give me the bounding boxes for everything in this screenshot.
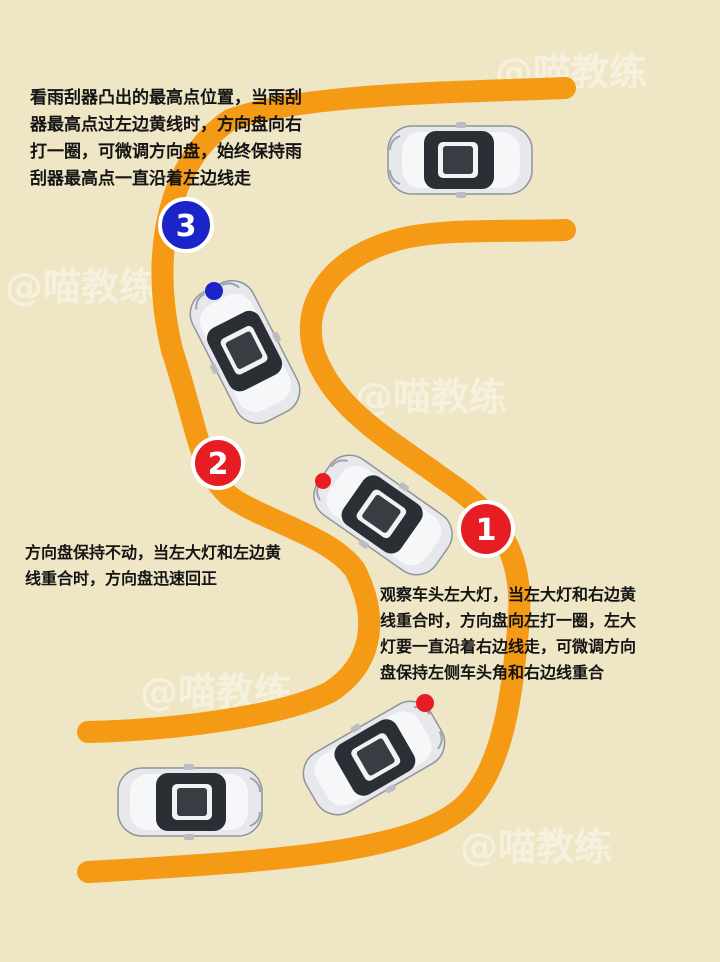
instruction-line: 灯要一直沿着右边线走，可微调方向	[380, 637, 637, 656]
instruction-step-2: 方向盘保持不动，当左大灯和左边黄 线重合时，方向盘迅速回正	[25, 540, 281, 592]
instruction-line: 线重合时，方向盘向左打一圈，左大	[380, 611, 637, 630]
step-badge-3: 3	[158, 197, 214, 253]
instruction-step-3: 看雨刮器凸出的最高点位置，当雨刮 器最高点过左边黄线时，方向盘向右 打一圈，可微…	[30, 85, 302, 193]
instruction-line: 观察车头左大灯，当左大灯和右边黄	[380, 585, 637, 604]
instruction-line: 盘保持左侧车头角和右边线重合	[380, 663, 605, 682]
headlight-marker-red	[416, 694, 434, 712]
instruction-line: 打一圈，可微调方向盘，始终保持雨	[30, 142, 302, 162]
instruction-line: 器最高点过左边黄线时，方向盘向右	[30, 115, 302, 135]
instruction-line: 刮器最高点一直沿着左边线走	[30, 169, 251, 189]
step-badge-1: 1	[457, 500, 515, 558]
headlight-marker-red	[315, 473, 331, 489]
step-badge-2: 2	[191, 436, 245, 490]
car-top	[387, 121, 533, 199]
instruction-line: 方向盘保持不动，当左大灯和左边黄	[25, 543, 282, 562]
wiper-marker-blue	[205, 282, 223, 300]
watermark: @喵教练	[460, 825, 612, 869]
step-badge-3-label: 3	[176, 209, 197, 244]
watermark: @喵教练	[5, 265, 157, 309]
step-badge-2-label: 2	[208, 447, 229, 482]
instruction-line: 线重合时，方向盘迅速回正	[25, 569, 218, 588]
watermark: @喵教练	[355, 375, 507, 419]
step-badge-1-label: 1	[476, 513, 497, 548]
right-edge-line	[77, 219, 576, 883]
instruction-step-1: 观察车头左大灯，当左大灯和右边黄 线重合时，方向盘向左打一圈，左大 灯要一直沿着…	[380, 582, 636, 686]
car-bottom	[117, 763, 263, 841]
instruction-line: 看雨刮器凸出的最高点位置，当雨刮	[30, 88, 302, 108]
car-step-1	[291, 688, 457, 828]
